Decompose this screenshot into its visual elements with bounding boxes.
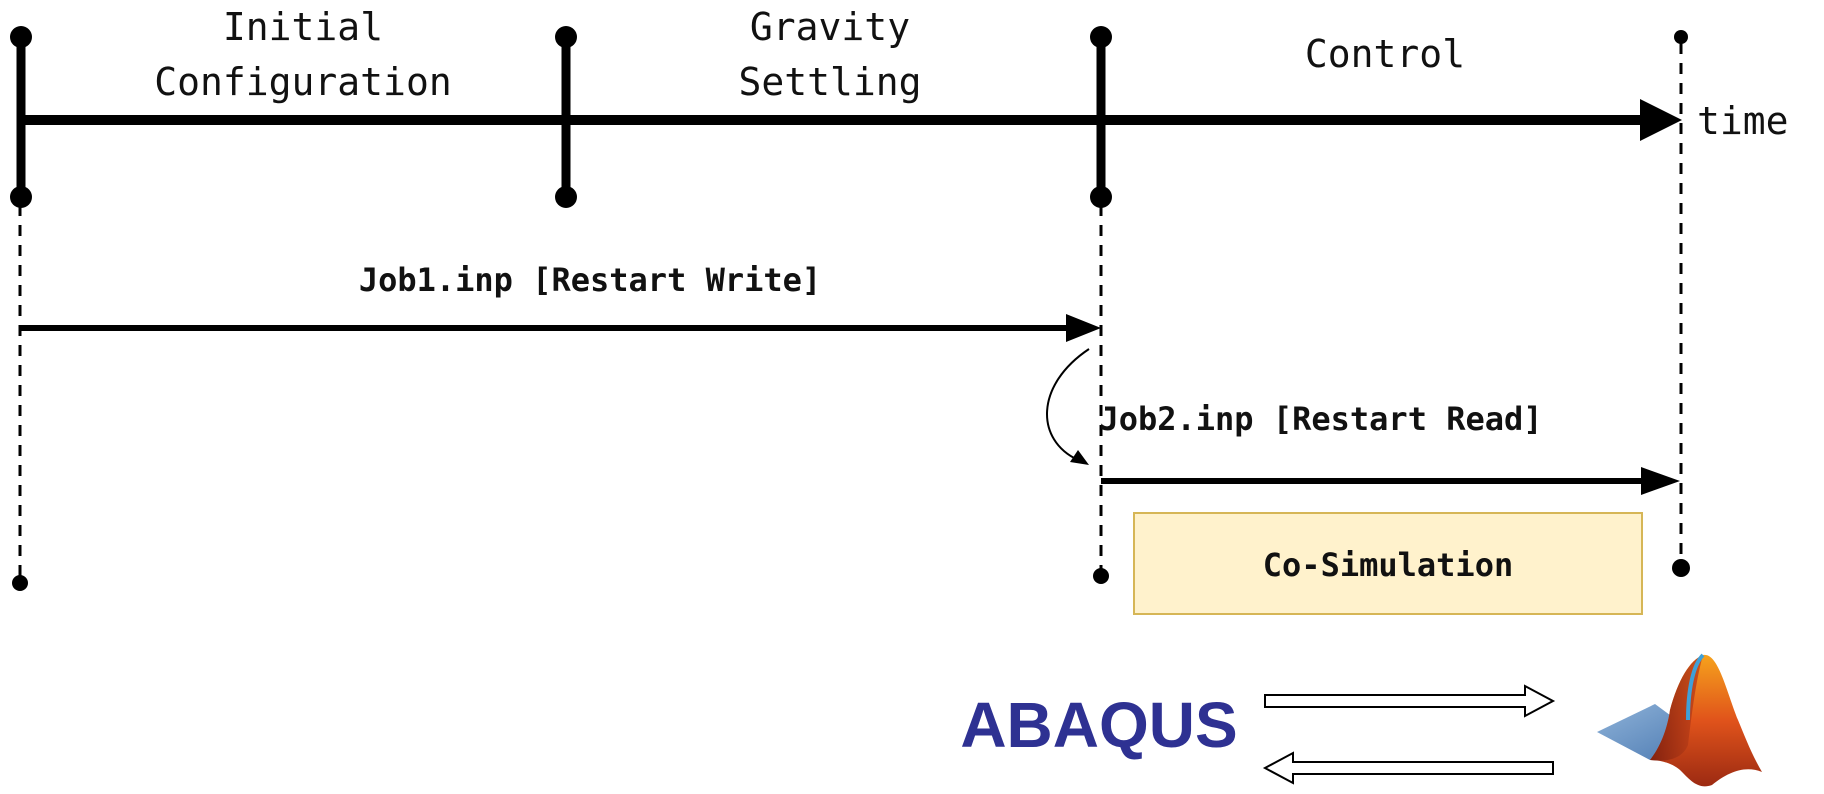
- job2-arrowhead: [1641, 467, 1680, 495]
- phase-label-initial-line2: Configuration: [154, 60, 451, 104]
- cosim-label: Co-Simulation: [1263, 546, 1513, 584]
- restart-curved-arrow: [1046, 348, 1090, 461]
- phase-label-control: Control: [1305, 32, 1465, 76]
- abaqus-logo-text: ABAQUS: [960, 689, 1237, 761]
- data-exchange-arrow-right: [1264, 684, 1556, 718]
- restart-curved-arrowhead: [1070, 450, 1089, 465]
- job2-label: Job2.inp [Restart Read]: [1099, 400, 1542, 438]
- dashed-guide-start: [12, 205, 28, 591]
- phase-boundary-tick-gravity: [555, 26, 577, 208]
- dashed-guide-control: [1093, 205, 1109, 584]
- phase-label-initial-line1: Initial: [223, 5, 383, 49]
- phase-boundary-tick-control: [1090, 26, 1112, 208]
- job1-label: Job1.inp [Restart Write]: [359, 261, 821, 299]
- time-axis-label: time: [1697, 99, 1789, 143]
- data-exchange-arrow-left: [1262, 751, 1554, 785]
- cosim-box: [1133, 512, 1643, 615]
- dashed-guide-end: [1672, 30, 1690, 577]
- job1-arrowhead: [1066, 314, 1101, 342]
- phase-boundary-tick-start: [10, 26, 32, 208]
- time-axis-arrowhead: [1640, 99, 1682, 141]
- matlab-logo-icon: [1597, 653, 1762, 787]
- phase-label-gravity-line1: Gravity: [750, 5, 910, 49]
- phase-label-gravity-line2: Settling: [738, 60, 921, 104]
